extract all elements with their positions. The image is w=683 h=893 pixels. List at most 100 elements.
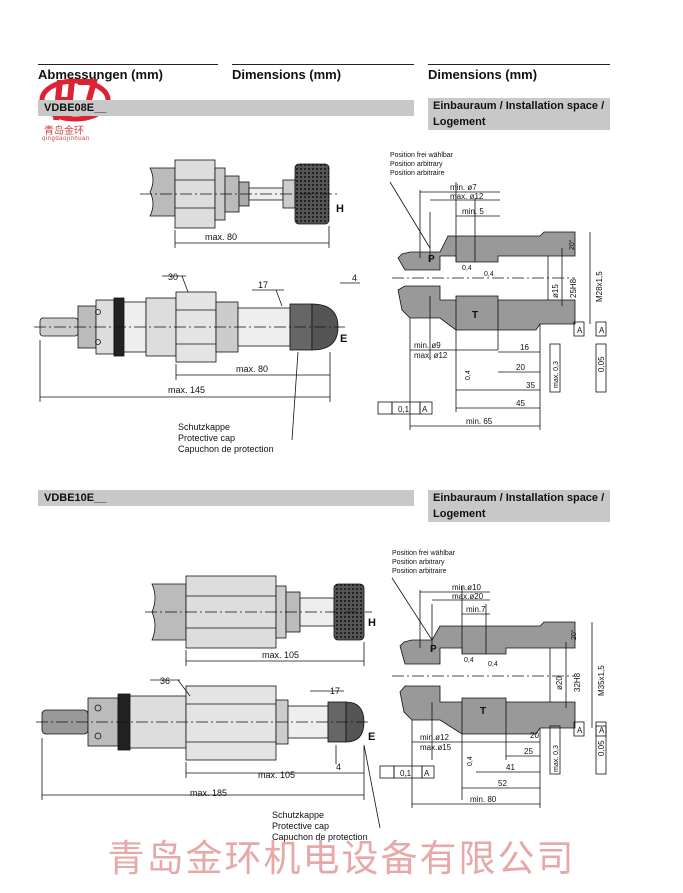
d1-max80-side: max. 80 — [236, 364, 268, 374]
logo-pinyin: qingdaojinhuan — [42, 136, 90, 142]
d1-m28: M28x1,5 — [595, 271, 604, 302]
d1-25h8: 25H8 — [569, 278, 578, 298]
valve-top-view-1 — [140, 159, 340, 229]
d2-port-p: P — [430, 644, 437, 655]
install-bar-1: Einbauraum / Installation space / Logeme… — [428, 98, 610, 130]
d2-len41: 41 — [506, 763, 515, 772]
d2-max105-top: max. 105 — [262, 650, 299, 660]
d2-pos-en: Position arbitrary — [392, 559, 445, 566]
d2-tol005: 0,05 — [597, 740, 606, 756]
d1-cap-en: Protective cap — [178, 433, 235, 443]
d2-width-4: 4 — [336, 762, 341, 772]
d2-max20: max.ø20 — [452, 592, 484, 601]
install-title-2b: Logement — [433, 508, 486, 520]
d1-max12b: max. ø12 — [414, 351, 448, 360]
model-title-2: VDBE10E__ — [44, 492, 107, 504]
d2-angle20: 20° — [570, 629, 578, 640]
d1-pos-fr: Position arbitraire — [390, 170, 445, 177]
d2-tol01: 0,1 — [400, 769, 412, 778]
install-title-1b: Logement — [433, 116, 486, 128]
d2-min10: min.ø10 — [452, 583, 481, 592]
d1-pos-en: Position arbitrary — [390, 161, 443, 168]
valve-side-view-1 — [34, 291, 345, 363]
d1-cap-fr: Capuchon de protection — [178, 444, 274, 454]
d2-max185: max. 185 — [190, 788, 227, 798]
d1-r04b: 0,4 — [484, 271, 494, 278]
d1-datum-a3: A — [422, 405, 428, 414]
d2-r04b: 0,4 — [488, 661, 498, 668]
d1-port-t: T — [472, 310, 478, 321]
d1-label-e: E — [340, 333, 347, 345]
d2-pos-fr: Position arbitraire — [392, 568, 447, 575]
d2-len25: 25 — [524, 747, 533, 756]
d1-len16: 16 — [520, 343, 529, 352]
d2-len80: min. 80 — [470, 795, 497, 804]
d2-32h8: 32H8 — [573, 672, 582, 692]
d1-len45: 45 — [516, 399, 525, 408]
d1-max12: max. ø12 — [450, 192, 484, 201]
d1-min7: min. ø7 — [450, 183, 477, 192]
d1-width-17: 17 — [258, 280, 268, 290]
model-bar-2: VDBE10E__ — [38, 490, 414, 506]
d1-max80-top: max. 80 — [205, 232, 237, 242]
install-title-2a: Einbauraum / Installation space / — [433, 492, 605, 504]
header-col2: Dimensions (mm) — [232, 64, 414, 82]
d1-max03: max. 0,3 — [553, 361, 560, 388]
valve-side-view-2 — [36, 685, 370, 761]
logo-name: 青岛金环 — [44, 126, 84, 137]
install-space-2 — [379, 577, 607, 808]
d1-max145: max. 145 — [168, 385, 205, 395]
d2-max03: max. 0,3 — [553, 745, 560, 772]
d1-datum-a2: A — [599, 326, 605, 335]
d2-datum-a1: A — [577, 726, 583, 735]
valve-top-view-2 — [145, 575, 372, 649]
d1-len65: min. 65 — [466, 417, 493, 426]
d1-min5: min. 5 — [462, 207, 484, 216]
d2-cap-en: Protective cap — [272, 821, 329, 831]
d2-cap-de: Schutzkappe — [272, 810, 324, 820]
header-col3: Dimensions (mm) — [428, 64, 610, 82]
header-col1: Abmessungen (mm) — [38, 64, 218, 82]
model-bar-1: VDBE08E__ — [38, 100, 414, 116]
d2-datum-a2: A — [599, 726, 605, 735]
d1-cap-de: Schutzkappe — [178, 422, 230, 432]
d1-pos-de: Position frei wählbar — [390, 152, 454, 159]
d2-m35: M35x1,5 — [597, 665, 606, 696]
d2-port-t: T — [480, 706, 486, 717]
watermark-company: 青岛金环机电设备有限公司 — [107, 837, 576, 880]
d1-r04a: 0,4 — [462, 265, 472, 272]
d2-r04a: 0,4 — [464, 657, 474, 664]
d1-width-4: 4 — [352, 273, 357, 283]
d1-len35: 35 — [526, 381, 535, 390]
d1-d15: ø15 — [551, 284, 560, 298]
d2-len52: 52 — [498, 779, 507, 788]
d2-cap-fr: Capuchon de protection — [272, 832, 368, 842]
install-space-1 — [377, 181, 607, 430]
d2-width-17: 17 — [330, 686, 340, 696]
model-title-1: VDBE08E__ — [44, 102, 107, 114]
d1-port-p: P — [428, 254, 435, 265]
d1-len20: 20 — [516, 363, 525, 372]
d1-datum-a1: A — [577, 326, 583, 335]
d1-tol005: 0,05 — [597, 356, 606, 372]
d2-max105-side: max. 105 — [258, 770, 295, 780]
d2-label-e: E — [368, 731, 375, 743]
d2-pos-de: Position frei wählbar — [392, 550, 456, 557]
d2-label-h: H — [368, 617, 376, 629]
d1-label-h: H — [336, 203, 344, 215]
install-title-1a: Einbauraum / Installation space / — [433, 100, 605, 112]
d2-width-36: 36 — [160, 676, 170, 686]
d1-tol01: 0,1 — [398, 405, 410, 414]
d1-angle20: 20° — [568, 239, 576, 250]
d2-datum-a3: A — [424, 769, 430, 778]
d2-len20: 20 — [530, 731, 539, 740]
d1-r04c: 0,4 — [465, 370, 472, 380]
d2-r04c: 0,4 — [467, 756, 474, 766]
d1-min9: min. ø9 — [414, 341, 441, 350]
d2-max15: max.ø15 — [420, 743, 452, 752]
d2-min12: min.ø12 — [420, 733, 449, 742]
d2-d20: ø20 — [555, 676, 564, 690]
install-bar-2: Einbauraum / Installation space / Logeme… — [428, 490, 610, 522]
d1-width-30: 30 — [168, 272, 178, 282]
